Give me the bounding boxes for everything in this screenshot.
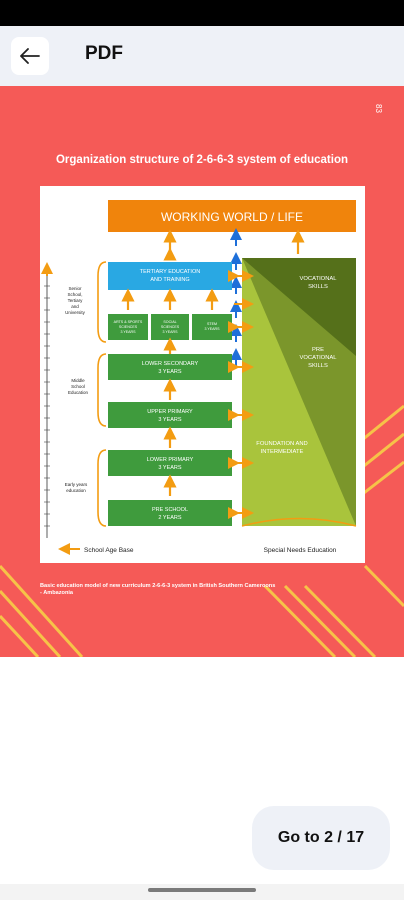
arrow-left-icon bbox=[20, 48, 40, 64]
vocational-l1: VOCATIONAL bbox=[300, 276, 338, 282]
app-bar: PDF bbox=[0, 26, 404, 86]
side-middle-1: Middle bbox=[71, 378, 85, 383]
side-senior-2: School, bbox=[67, 292, 82, 297]
pdf-page[interactable]: 83 Organization structure of 2-6-6-3 sys… bbox=[0, 86, 404, 657]
pre-school-box bbox=[108, 500, 232, 526]
lower-secondary-l1: LOWER SECONDARY bbox=[142, 361, 199, 367]
pre-school-l1: PRE SCHOOL bbox=[152, 507, 188, 513]
lower-secondary-box bbox=[108, 354, 232, 380]
pre-vocational-l2: VOCATIONAL bbox=[300, 355, 338, 361]
vocational-region bbox=[242, 258, 356, 356]
side-middle-3: Education bbox=[68, 390, 89, 395]
page-title: Organization structure of 2-6-6-3 system… bbox=[55, 154, 349, 166]
lower-secondary-l2: 3 YEARS bbox=[158, 369, 181, 375]
upper-primary-box bbox=[108, 402, 232, 428]
caption-line2: - Ambazonia bbox=[40, 590, 74, 596]
app-title: PDF bbox=[85, 43, 123, 64]
diagram-figure: WORKING WORLD / LIFE TERTIARY EDUCATION … bbox=[40, 186, 365, 563]
back-button[interactable] bbox=[11, 37, 49, 75]
lower-primary-l1: LOWER PRIMARY bbox=[147, 457, 194, 463]
tertiary-line1: TERTIARY EDUCATION bbox=[140, 269, 200, 275]
pathway-arts-sports bbox=[108, 314, 148, 340]
pre-vocational-l3: SKILLS bbox=[308, 363, 328, 369]
goto-page-button[interactable]: Go to 2 / 17 bbox=[252, 806, 390, 870]
vocational-l2: SKILLS bbox=[308, 284, 328, 290]
page-number: 83 bbox=[373, 104, 383, 113]
bottom-strip bbox=[0, 884, 404, 900]
pathway-1-l2: SCIENCES bbox=[119, 325, 138, 329]
status-bar bbox=[0, 0, 404, 26]
working-world-box bbox=[108, 200, 356, 232]
upper-primary-l1: UPPER PRIMARY bbox=[147, 409, 193, 415]
pathway-stem bbox=[192, 314, 232, 340]
side-senior-1: Senior bbox=[68, 286, 82, 291]
figure-caption: Basic education model of new curriculum … bbox=[40, 583, 360, 597]
lower-primary-l2: 3 YEARS bbox=[158, 465, 181, 471]
school-age-base: School Age Base bbox=[84, 547, 134, 554]
foundation-l1: FOUNDATION AND bbox=[256, 441, 307, 447]
tertiary-line2: AND TRAINING bbox=[150, 277, 189, 283]
upper-primary-l2: 3 YEARS bbox=[158, 417, 181, 423]
special-needs: Special Needs Education bbox=[264, 547, 337, 554]
side-middle-2: School bbox=[71, 384, 85, 389]
side-senior-5: University bbox=[65, 310, 86, 315]
lower-primary-box bbox=[108, 450, 232, 476]
side-senior-3: Tertiary bbox=[68, 298, 84, 303]
side-senior-4: and bbox=[71, 304, 79, 309]
pre-vocational-l1: PRE bbox=[312, 347, 324, 353]
pathway-2-l3: 3 YEARS bbox=[162, 330, 178, 334]
pathway-1-l3: 3 YEARS bbox=[120, 330, 136, 334]
pathway-social bbox=[151, 314, 189, 340]
side-early-2: education bbox=[66, 488, 86, 493]
working-world-label: WORKING WORLD / LIFE bbox=[161, 210, 303, 224]
pathway-2-l1: SOCIAL bbox=[163, 320, 176, 324]
pathway-2-l2: SCIENCES bbox=[161, 325, 180, 329]
tertiary-box bbox=[108, 262, 232, 290]
pathway-3-l1: STEM bbox=[207, 322, 217, 326]
foundation-l2: INTERMEDIATE bbox=[261, 449, 304, 455]
pathway-1-l1: ARTS & SPORTS bbox=[114, 320, 143, 324]
gesture-nav-handle[interactable] bbox=[148, 888, 256, 892]
pathway-3-l2: 3 YEARS bbox=[204, 327, 220, 331]
caption-line1: Basic education model of new curriculum … bbox=[40, 583, 276, 589]
pre-school-l2: 2 YEARS bbox=[158, 515, 181, 521]
side-early-1: Early years bbox=[65, 482, 88, 487]
age-ruler bbox=[41, 262, 53, 538]
